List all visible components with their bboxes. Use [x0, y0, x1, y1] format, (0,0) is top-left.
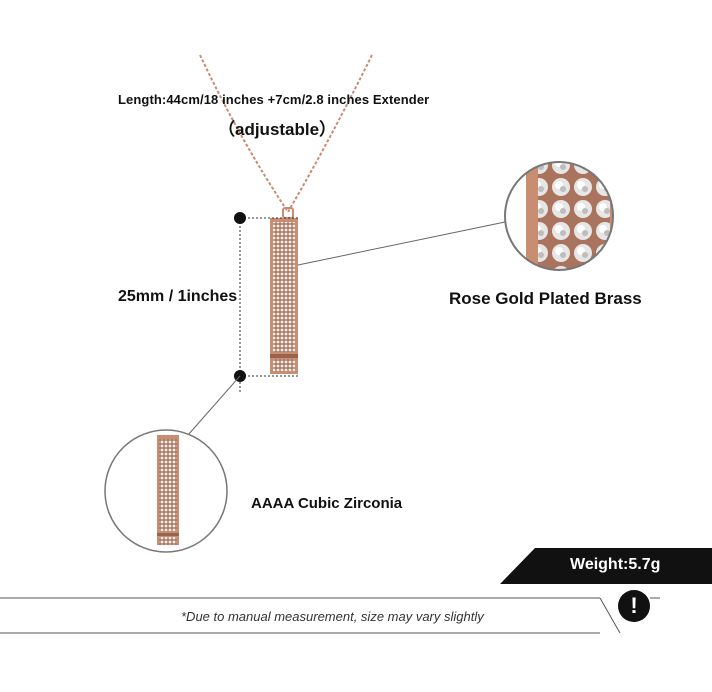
warning-icon [618, 590, 650, 622]
dimension-markers [234, 212, 298, 392]
disclaimer-banner [0, 597, 660, 634]
disclaimer-text: *Due to manual measurement, size may var… [181, 609, 484, 624]
length-label: Length:44cm/18 inches +7cm/2.8 inches Ex… [118, 92, 430, 107]
zoom-circle-pendant [104, 429, 228, 553]
stone-callout-line [187, 375, 241, 436]
stone-label: AAAA Cubic Zirconia [251, 495, 403, 512]
warning-symbol: ! [630, 593, 638, 618]
adjustable-label: （adjustable） [218, 120, 337, 139]
material-callout-line [297, 221, 506, 266]
material-label: Rose Gold Plated Brass [449, 289, 642, 308]
zoom-circle-crystals [504, 161, 614, 271]
pendant-bar [270, 207, 298, 374]
weight-badge [500, 548, 712, 584]
dimension-label: 25mm / 1inches [118, 288, 238, 305]
necklace-chain [199, 54, 373, 213]
weight-label: Weight:5.7g [570, 556, 661, 573]
